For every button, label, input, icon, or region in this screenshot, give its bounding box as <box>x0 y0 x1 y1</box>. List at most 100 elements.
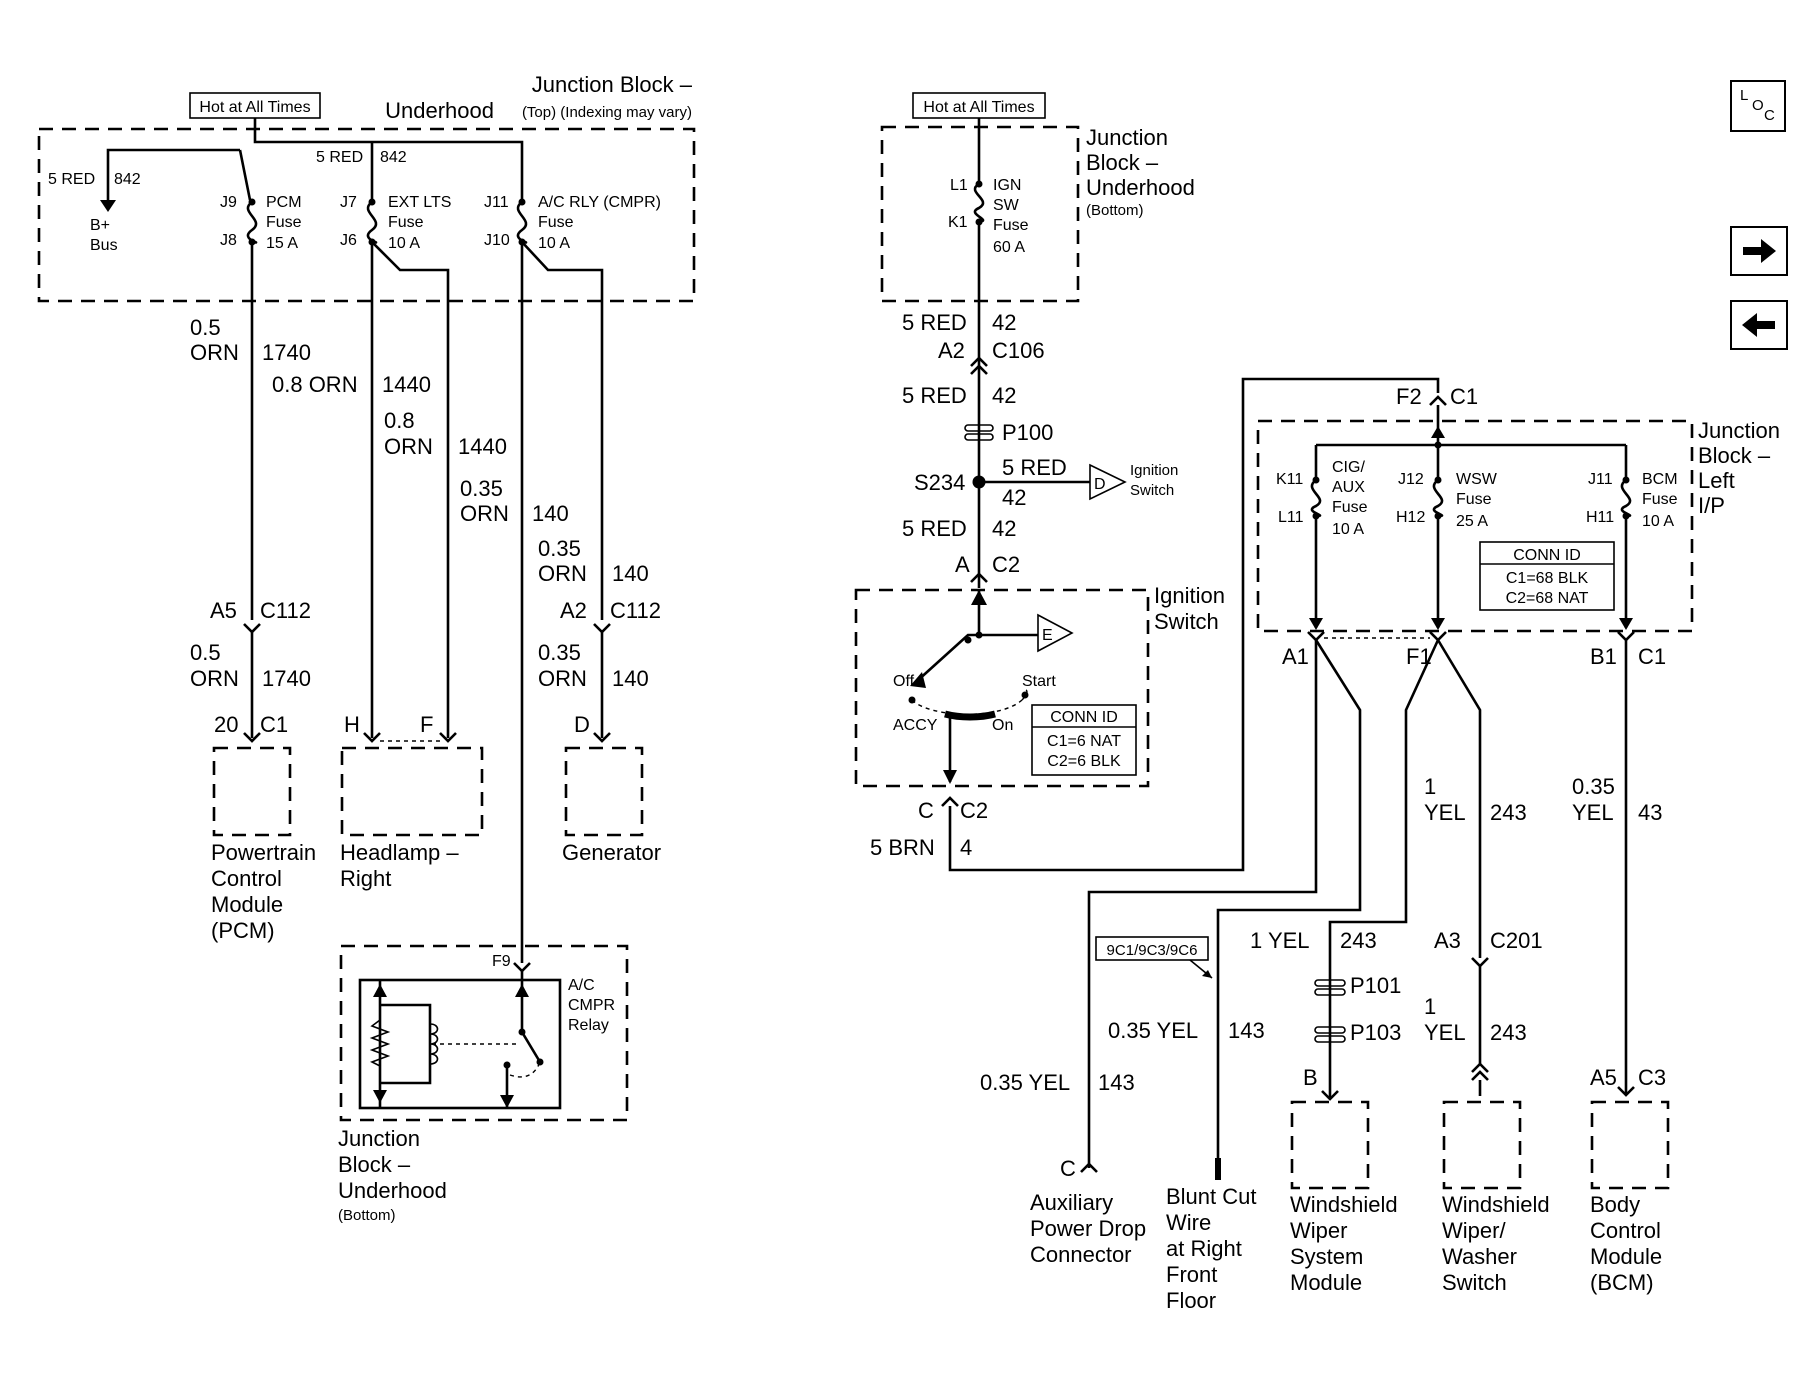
svg-text:C2: C2 <box>992 552 1020 577</box>
svg-text:Connector: Connector <box>1030 1242 1132 1267</box>
next-page-button[interactable] <box>1730 226 1788 276</box>
svg-text:Module: Module <box>1290 1270 1362 1295</box>
svg-text:25 A: 25 A <box>1456 513 1488 530</box>
svg-text:YEL: YEL <box>1424 1020 1466 1045</box>
svg-text:PCM: PCM <box>266 194 302 211</box>
svg-text:L11: L11 <box>1278 509 1304 526</box>
svg-text:842: 842 <box>380 149 407 166</box>
svg-text:C106: C106 <box>992 338 1045 363</box>
body-control-module: Body Control Module (BCM) <box>1590 1100 1670 1295</box>
svg-text:Headlamp –: Headlamp – <box>340 840 459 865</box>
headlamp-right: Headlamp – Right <box>340 746 484 891</box>
svg-text:1440: 1440 <box>382 372 431 397</box>
svg-text:AUX: AUX <box>1332 479 1365 496</box>
svg-text:(Top) (Indexing may vary): (Top) (Indexing may vary) <box>522 104 692 121</box>
svg-text:5 RED: 5 RED <box>902 383 967 408</box>
splice-s234: S234 D Ignition Switch 5 RED 42 <box>914 455 1178 510</box>
svg-text:C1: C1 <box>1638 644 1666 669</box>
svg-text:43: 43 <box>1638 800 1662 825</box>
svg-text:4: 4 <box>960 835 972 860</box>
svg-text:P103: P103 <box>1350 1020 1401 1045</box>
svg-text:F2: F2 <box>1396 384 1422 409</box>
svg-text:(Bottom): (Bottom) <box>1086 202 1144 219</box>
junction-block-underhood-top: Junction Block – Underhood (Top) (Indexi… <box>37 72 696 303</box>
svg-text:L1: L1 <box>950 177 968 194</box>
svg-text:C1=68 BLK: C1=68 BLK <box>1506 570 1589 587</box>
svg-text:D: D <box>574 712 590 737</box>
svg-text:H11: H11 <box>1586 509 1614 526</box>
svg-text:1: 1 <box>1424 994 1436 1019</box>
svg-text:140: 140 <box>532 501 569 526</box>
svg-text:J11: J11 <box>484 194 509 211</box>
svg-text:0.35 YEL: 0.35 YEL <box>980 1070 1070 1095</box>
svg-text:243: 243 <box>1340 928 1377 953</box>
svg-text:42: 42 <box>992 516 1016 541</box>
svg-text:Generator: Generator <box>562 840 661 865</box>
location-button[interactable]: L O C <box>1730 80 1786 132</box>
previous-page-button[interactable] <box>1730 300 1788 350</box>
svg-text:9C1/9C3/9C6: 9C1/9C3/9C6 <box>1107 942 1198 959</box>
svg-text:143: 143 <box>1098 1070 1135 1095</box>
svg-text:Power Drop: Power Drop <box>1030 1216 1146 1241</box>
svg-text:Hot at All Times: Hot at All Times <box>199 99 310 116</box>
svg-text:A/C RLY (CMPR): A/C RLY (CMPR) <box>538 194 661 211</box>
svg-text:S234: S234 <box>914 470 965 495</box>
svg-text:Start: Start <box>1022 673 1056 690</box>
svg-text:Wire: Wire <box>1166 1210 1211 1235</box>
svg-text:C1: C1 <box>260 712 288 737</box>
svg-text:BCM: BCM <box>1642 471 1678 488</box>
svg-text:C3: C3 <box>1638 1065 1666 1090</box>
svg-text:Switch: Switch <box>1154 609 1219 634</box>
svg-text:at Right: at Right <box>1166 1236 1242 1261</box>
svg-text:Switch: Switch <box>1130 482 1174 499</box>
conn-id-table: CONN ID C1=68 BLK C2=68 NAT <box>1479 541 1615 611</box>
arrow-right-icon <box>1743 239 1776 263</box>
svg-text:WSW: WSW <box>1456 471 1498 488</box>
svg-text:10 A: 10 A <box>388 235 420 252</box>
svg-text:Washer: Washer <box>1442 1244 1517 1269</box>
svg-text:E: E <box>1042 627 1053 644</box>
powertrain-control-module: Powertrain Control Module (PCM) <box>211 746 316 943</box>
svg-text:Underhood: Underhood <box>1086 175 1195 200</box>
svg-text:Fuse: Fuse <box>993 217 1029 234</box>
svg-text:Ignition: Ignition <box>1154 583 1225 608</box>
svg-text:ACCY: ACCY <box>893 717 938 734</box>
svg-text:Block –: Block – <box>1698 443 1771 468</box>
svg-text:Left: Left <box>1698 468 1735 493</box>
svg-text:243: 243 <box>1490 1020 1527 1045</box>
svg-text:Junction Block –: Junction Block – <box>532 72 693 97</box>
svg-text:Module: Module <box>211 892 283 917</box>
ext-lts-fuse: J7 J6 EXT LTS Fuse 10 A <box>340 194 451 252</box>
svg-text:A5: A5 <box>210 598 237 623</box>
svg-text:1440: 1440 <box>458 434 507 459</box>
svg-text:1: 1 <box>1424 774 1436 799</box>
svg-text:ORN: ORN <box>538 561 587 586</box>
svg-text:0.8 ORN: 0.8 ORN <box>272 372 358 397</box>
svg-text:CONN ID: CONN ID <box>1050 709 1118 726</box>
svg-text:0.35 YEL: 0.35 YEL <box>1108 1018 1198 1043</box>
svg-text:On: On <box>992 717 1013 734</box>
svg-text:P101: P101 <box>1350 973 1401 998</box>
option-label-9c1-9c3-9c6: 9C1/9C3/9C6 <box>1095 936 1213 979</box>
svg-text:Fuse: Fuse <box>388 214 424 231</box>
generator: Generator <box>562 746 661 865</box>
svg-text:5 RED: 5 RED <box>48 171 95 188</box>
hot-at-all-times-label-right: Hot at All Times <box>912 92 1046 119</box>
svg-text:B: B <box>1303 1065 1318 1090</box>
svg-text:CIG/: CIG/ <box>1332 459 1365 476</box>
svg-text:Fuse: Fuse <box>266 214 302 231</box>
svg-text:0.35: 0.35 <box>460 476 503 501</box>
svg-text:C112: C112 <box>610 598 661 623</box>
svg-text:Relay: Relay <box>568 1017 609 1034</box>
svg-text:A3: A3 <box>1434 928 1461 953</box>
svg-text:F: F <box>420 712 433 737</box>
svg-text:20: 20 <box>214 712 238 737</box>
svg-text:(PCM): (PCM) <box>211 918 275 943</box>
svg-text:F9: F9 <box>492 953 511 970</box>
svg-text:C1=6 NAT: C1=6 NAT <box>1047 733 1121 750</box>
svg-text:Hot at All Times: Hot at All Times <box>923 99 1034 116</box>
svg-text:J11: J11 <box>1588 471 1613 488</box>
svg-text:P100: P100 <box>1002 420 1053 445</box>
svg-text:A2: A2 <box>938 338 965 363</box>
